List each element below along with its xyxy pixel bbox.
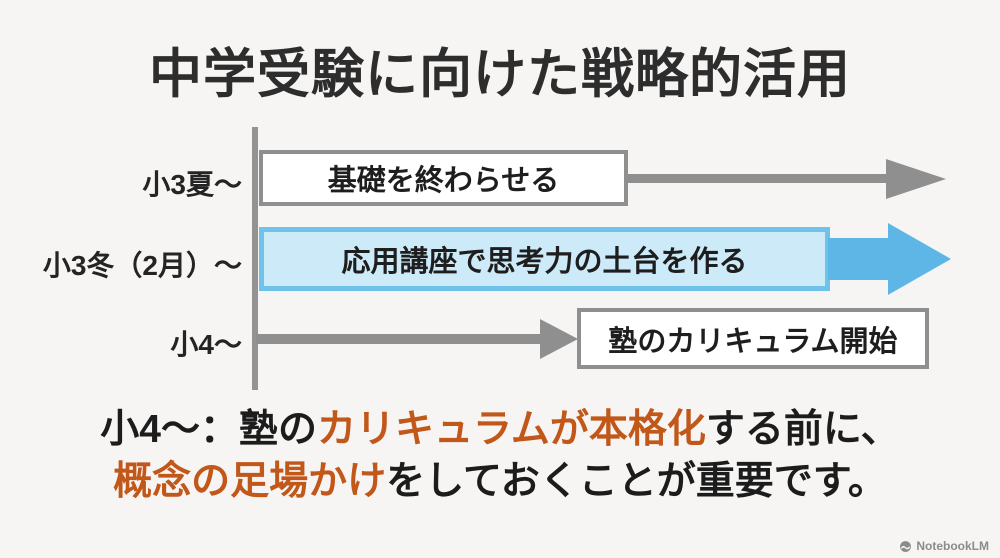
- notebooklm-watermark: NotebookLM: [899, 539, 989, 553]
- timeline-label-sho3-winter: 小3冬（2月）〜: [42, 250, 242, 281]
- summary-highlight-1: カリキュラムが本格化: [317, 408, 706, 451]
- advanced-course-box-label: 応用講座で思考力の土台を作る: [341, 246, 748, 278]
- gray-arrow-shaft-row1: [626, 174, 888, 183]
- gray-arrowhead-icon-row1: [886, 159, 946, 199]
- timeline-label-sho4: 小4〜: [170, 329, 242, 360]
- basics-box: 基礎を終わらせる: [259, 150, 628, 206]
- juku-curriculum-box-label: 塾のカリキュラム開始: [608, 325, 898, 358]
- summary-text: 小4〜：塾のカリキュラムが本格化する前に、 概念の足場かけをしておくことが重要で…: [0, 404, 1000, 508]
- basics-box-label: 基礎を終わらせる: [327, 165, 560, 197]
- blue-arrowhead-icon: [888, 223, 951, 295]
- timeline-label-sho3-summer: 小3夏〜: [142, 169, 242, 200]
- page-title: 中学受験に向けた戦略的活用: [149, 45, 851, 104]
- notebooklm-label: NotebookLM: [916, 539, 989, 553]
- blue-arrow-shaft: [828, 238, 890, 280]
- gray-arrowhead-icon-row3: [540, 319, 578, 359]
- summary-line-1: 小4〜：塾のカリキュラムが本格化する前に、: [100, 408, 900, 451]
- gray-arrow-shaft-row3: [256, 334, 544, 344]
- juku-curriculum-box: 塾のカリキュラム開始: [577, 308, 929, 369]
- timeline-axis: [252, 127, 258, 390]
- summary-line-2: 概念の足場かけをしておくことが重要です。: [113, 459, 887, 503]
- advanced-course-box: 応用講座で思考力の土台を作る: [259, 227, 830, 291]
- notebooklm-logo-icon: [899, 540, 912, 553]
- summary-highlight-2: 概念の足場かけ: [113, 459, 387, 503]
